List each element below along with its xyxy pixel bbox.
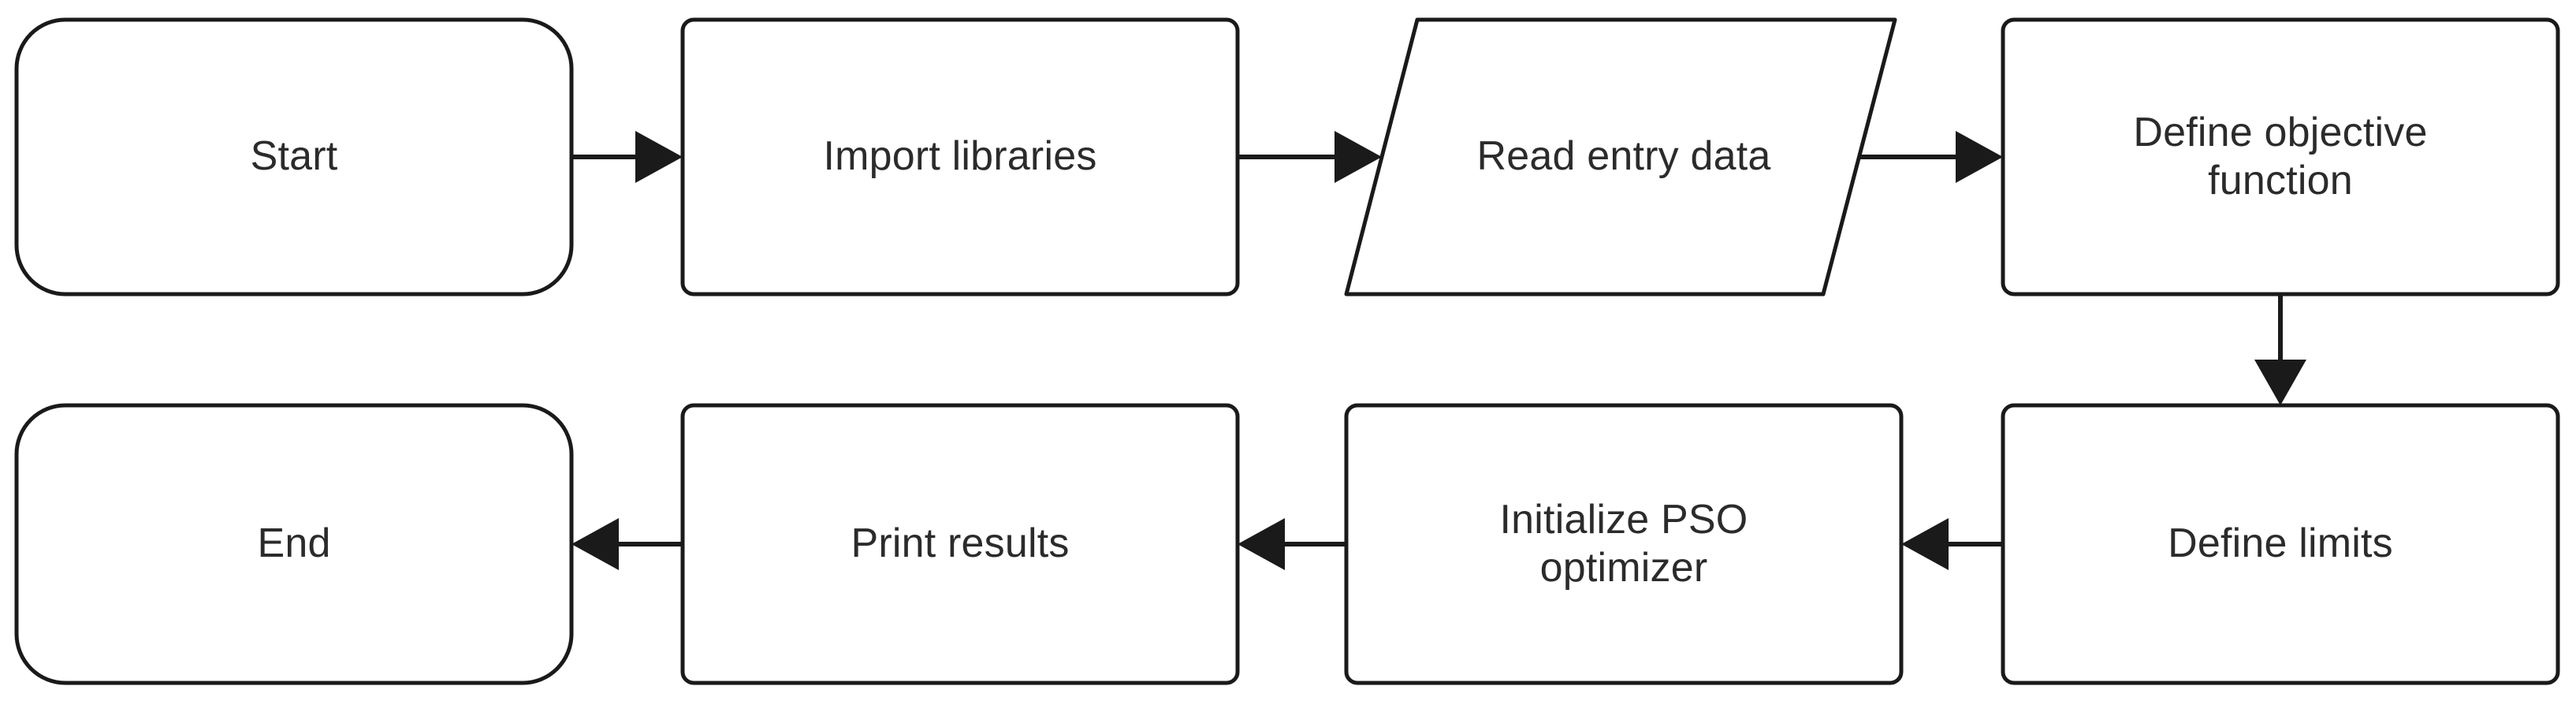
edge-define-objective-function-to-define-limits (2254, 294, 2306, 405)
node-shape-start[interactable] (14, 17, 574, 297)
node-shape-initialize-pso-optimizer[interactable] (1344, 403, 1904, 685)
edge-import-libraries-to-read-entry-data (1238, 131, 1382, 183)
edge-print-results-to-end (571, 518, 683, 570)
arrowhead-down-icon (2254, 360, 2306, 405)
node-shape-import-libraries[interactable] (680, 17, 1240, 297)
arrowhead-right-icon (1956, 131, 2003, 183)
node-shape-define-limits[interactable] (2001, 403, 2560, 685)
edge-define-limits-to-initialize-pso-optimizer (1901, 518, 2003, 570)
arrowhead-left-icon (571, 518, 619, 570)
edge-start-to-import-libraries (571, 131, 683, 183)
arrowhead-right-icon (1335, 131, 1382, 183)
arrowhead-right-icon (635, 131, 683, 183)
node-shape-define-objective-function[interactable] (2001, 17, 2560, 297)
arrowhead-left-icon (1901, 518, 1949, 570)
node-shape-print-results[interactable] (680, 403, 1240, 685)
edge-initialize-pso-optimizer-to-print-results (1238, 518, 1346, 570)
node-shape-read-entry-data[interactable] (1344, 17, 1897, 297)
node-shape-end[interactable] (14, 403, 574, 685)
arrowhead-left-icon (1238, 518, 1285, 570)
edge-read-entry-data-to-define-objective-function (1859, 131, 2003, 183)
